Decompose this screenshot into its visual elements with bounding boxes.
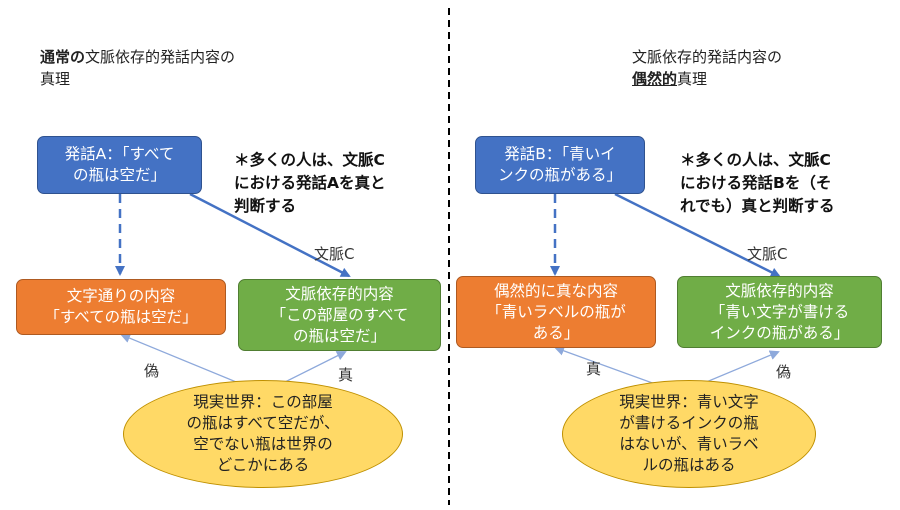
left-context-line-2: 「この部屋のすべて xyxy=(270,305,409,324)
left-note-line-2: における発話Aを真と xyxy=(234,174,386,192)
left-note-line-3: 判断する xyxy=(234,197,297,215)
left-utterance-line-2: の瓶は空だ」 xyxy=(72,166,166,184)
left-heading-line2: 真理 xyxy=(40,70,71,88)
left-context-label: 文脈C xyxy=(314,245,355,263)
left-context-line-3: の瓶は空だ」 xyxy=(292,326,386,345)
right-heading-line2: 偶然的真理 xyxy=(632,68,782,90)
left-note: ＊多くの人は、文脈C における発話Aを真と 判断する xyxy=(234,149,386,218)
left-world-line-3: 空でない瓶は世界の xyxy=(193,435,333,453)
left-world-line-1: 現実世界：この部屋 xyxy=(193,393,333,411)
left-literal-box: 文字通りの内容「すべての瓶は空だ」 xyxy=(16,279,226,335)
left-heading: 通常の文脈依存的発話内容の 真理 xyxy=(40,46,235,90)
right-context-line-1: 文脈依存的内容 xyxy=(725,281,834,300)
left-literal-line-1: 文字通りの内容 xyxy=(66,287,176,305)
right-heading-line1: 文脈依存的発話内容の xyxy=(632,48,783,66)
right-note-line-2: における発話Bを（そ xyxy=(680,174,832,192)
right-label-true: 真 xyxy=(586,360,602,378)
left-label-true: 真 xyxy=(338,366,354,384)
left-world-line-4: どこかにある xyxy=(216,456,310,474)
left-utterance-box: 発話A：「すべての瓶は空だ」 xyxy=(37,136,202,194)
right-arrow-context xyxy=(614,192,781,278)
right-literal-line-3: ある」 xyxy=(532,323,580,342)
right-context-line-3: インクの瓶がある」 xyxy=(709,323,850,342)
right-literal-box: 偶然的に真な内容「青いラベルの瓶がある」 xyxy=(456,276,656,348)
left-world-line-2: の瓶はすべて空だが、 xyxy=(186,414,340,432)
left-note-line-1: ＊多くの人は、文脈C xyxy=(234,151,385,169)
left-world-ellipse: 現実世界：この部屋の瓶はすべて空だが、空でない瓶は世界のどこかにある xyxy=(123,380,403,488)
right-note-line-3: れでも）真と判断する xyxy=(680,197,835,215)
left-label-false: 偽 xyxy=(144,362,160,380)
right-utterance-box: 発話B：「青いインクの瓶がある」 xyxy=(475,136,645,194)
right-heading-rest: 真理 xyxy=(677,70,708,88)
right-world-line-1: 現実世界：青い文字 xyxy=(619,393,759,411)
left-arrow-context xyxy=(189,192,351,278)
right-utterance-line-2: ンクの瓶がある」 xyxy=(497,166,622,184)
left-heading-bold: 通常の xyxy=(40,48,86,66)
right-heading: 文脈依存的発話内容の 偶然的真理 xyxy=(632,46,782,90)
left-context-box: 文脈依存的内容「この部屋のすべての瓶は空だ」 xyxy=(238,279,441,351)
right-world-line-3: はないが、青いラベ xyxy=(619,435,759,453)
right-literal-line-2: 「青いラベルの瓶が xyxy=(486,302,626,321)
right-utterance-line-1: 発話B：「青いイ xyxy=(504,145,616,163)
left-heading-rest: 文脈依存的発話内容の xyxy=(85,48,236,66)
right-context-line-2: 「青い文字が書ける xyxy=(709,302,850,321)
right-context-box: 文脈依存的内容「青い文字が書けるインクの瓶がある」 xyxy=(677,276,882,348)
left-heading-line1: 通常の文脈依存的発話内容の xyxy=(40,46,235,68)
right-world-line-2: が書けるインクの瓶 xyxy=(619,414,759,432)
right-literal-line-1: 偶然的に真な内容 xyxy=(493,281,618,300)
left-context-line-1: 文脈依存的内容 xyxy=(285,284,394,303)
right-note-line-1: ＊多くの人は、文脈C xyxy=(680,151,831,169)
right-note: ＊多くの人は、文脈C における発話Bを（そ れでも）真と判断する xyxy=(680,149,835,218)
right-world-line-4: ルの瓶はある xyxy=(642,456,736,474)
left-literal-line-2: 「すべての瓶は空だ」 xyxy=(44,308,198,326)
right-label-false: 偽 xyxy=(776,363,792,381)
right-heading-bold: 偶然的 xyxy=(632,70,678,88)
right-world-ellipse: 現実世界：青い文字が書けるインクの瓶はないが、青いラベルの瓶はある xyxy=(562,380,816,488)
right-context-label: 文脈C xyxy=(747,245,788,263)
left-utterance-line-1: 発話A：「すべて xyxy=(64,145,175,163)
